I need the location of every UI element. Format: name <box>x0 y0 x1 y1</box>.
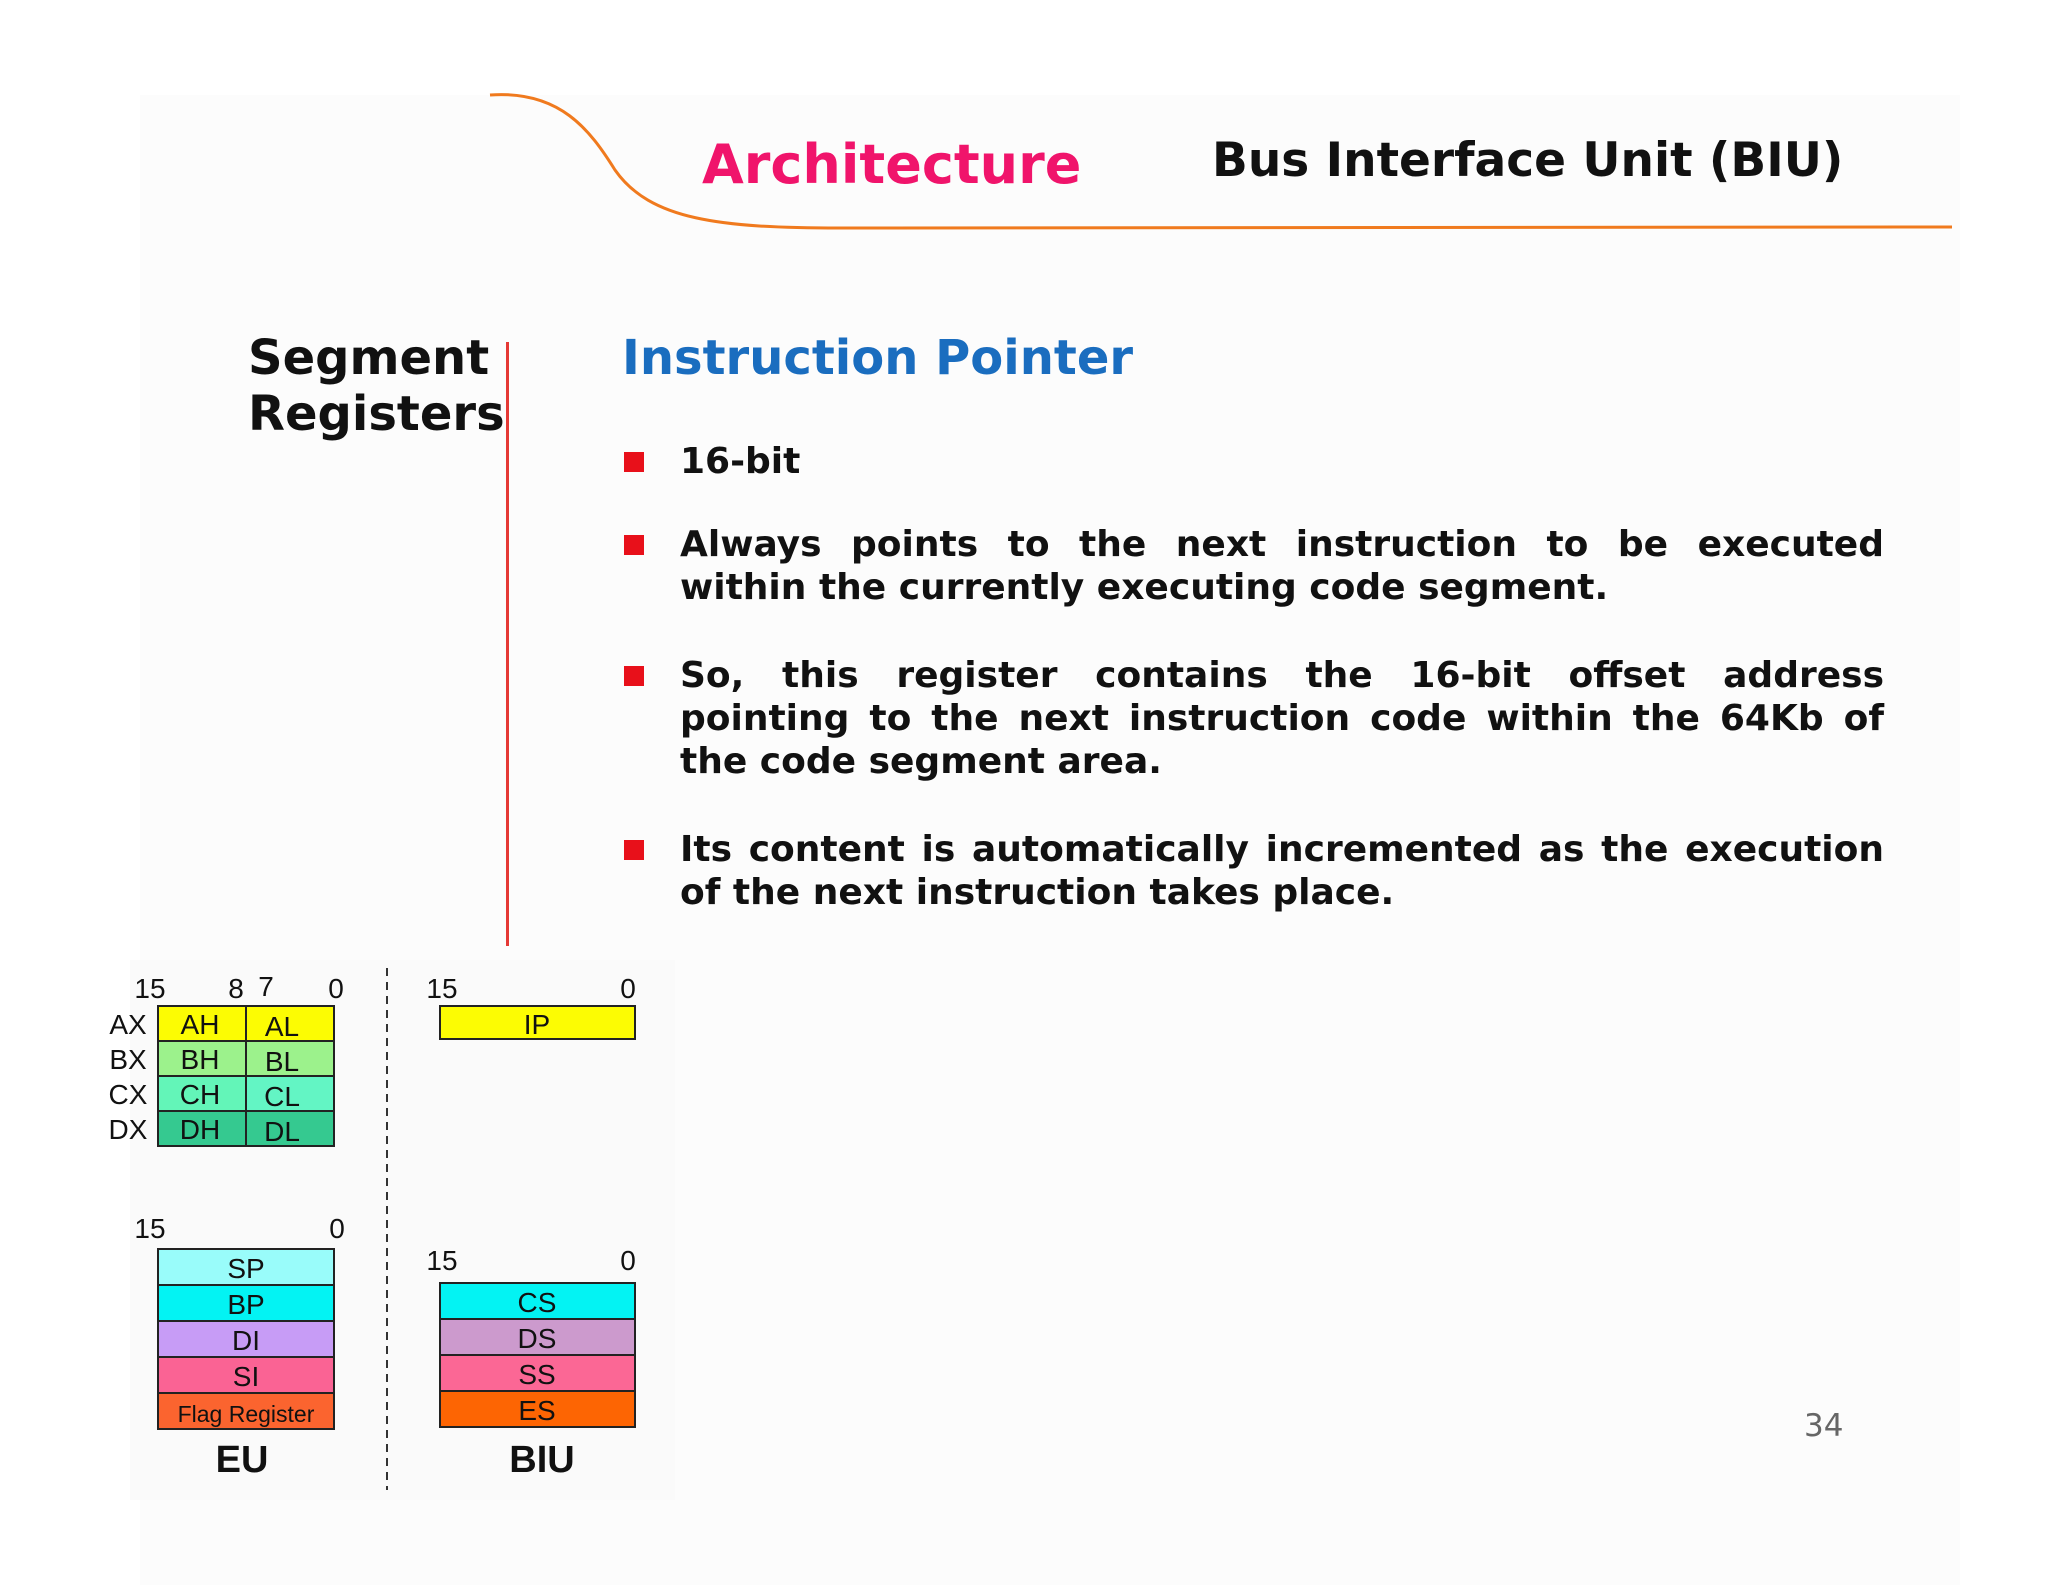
pointer-index-registers: SP BP DI SI Flag Register <box>157 1248 335 1430</box>
slide-subtitle: Bus Interface Unit (BIU) <box>1212 133 1844 188</box>
ptr-register-box <box>157 1320 335 1358</box>
ptr-register-label: SI <box>233 1361 259 1392</box>
ptr-bit-15: 15 <box>134 1213 165 1244</box>
bullet-square-icon <box>624 452 644 472</box>
bullet-text: So, this register contains the 16-bit of… <box>680 655 1884 782</box>
sidebar-label-line2: Registers <box>248 386 505 442</box>
segment-registers: CS DS SS ES <box>439 1282 636 1428</box>
gp-high-byte-label: BH <box>181 1044 220 1075</box>
ptr-register-label: SP <box>227 1253 264 1284</box>
seg-register-label: ES <box>518 1395 555 1426</box>
ptr-register-label: Flag Register <box>178 1401 315 1427</box>
ip-bit-0: 0 <box>620 973 636 1004</box>
ptr-register-label: DI <box>232 1325 260 1356</box>
ip-register-box <box>439 1005 636 1040</box>
general-purpose-registers: AX AH AL BX BH BL CX CH CL DX DH DL <box>109 1005 335 1147</box>
gp-bit-8: 8 <box>228 973 244 1004</box>
gp-low-byte-box <box>245 1075 335 1112</box>
gp-register-name: BX <box>109 1044 147 1075</box>
gp-high-byte-label: DH <box>180 1114 220 1145</box>
biu-label: BIU <box>509 1439 574 1481</box>
gp-bit-15: 15 <box>134 973 165 1004</box>
ip-bit-15: 15 <box>426 973 457 1004</box>
section-heading: Instruction Pointer <box>622 330 1134 386</box>
seg-register-label: DS <box>518 1323 557 1354</box>
bullet-text: 16-bit <box>680 441 801 482</box>
bullet-square-icon <box>624 840 644 860</box>
sidebar-label-line1: Segment <box>248 330 490 386</box>
bullet-text: Always points to the next instruction to… <box>680 524 1884 608</box>
gp-bit-0: 0 <box>328 973 344 1004</box>
gp-register-name: DX <box>109 1114 148 1145</box>
gp-bit-7: 7 <box>258 971 274 1002</box>
vertical-divider <box>506 342 509 946</box>
bullet-text: Its content is automatically incremented… <box>680 829 1884 913</box>
gp-high-byte-label: CH <box>180 1079 220 1110</box>
header-curve <box>489 93 1953 230</box>
sidebar-label: Segment Registers <box>248 330 505 442</box>
seg-register-label: SS <box>518 1359 555 1390</box>
seg-bit-0: 0 <box>620 1245 636 1276</box>
ptr-bit-0: 0 <box>329 1213 345 1244</box>
gp-low-byte-label: BL <box>265 1046 299 1077</box>
seg-register-box <box>439 1390 636 1428</box>
gp-register-name: CX <box>109 1079 148 1110</box>
seg-register-label: CS <box>518 1287 557 1318</box>
gp-low-byte-label: CL <box>264 1081 300 1112</box>
gp-low-byte-box <box>245 1110 335 1147</box>
bullet-square-icon <box>624 535 644 555</box>
gp-low-byte-label: AL <box>265 1011 299 1042</box>
seg-bit-15: 15 <box>426 1245 457 1276</box>
bullet-square-icon <box>624 666 644 686</box>
ptr-register-label: BP <box>227 1289 264 1320</box>
ptr-register-box <box>157 1392 335 1430</box>
gp-high-byte-label: AH <box>181 1009 220 1040</box>
seg-register-box <box>439 1318 636 1356</box>
gp-register-name: AX <box>109 1009 147 1040</box>
ptr-register-box <box>157 1284 335 1322</box>
ptr-register-box <box>157 1248 335 1286</box>
gp-low-byte-box <box>245 1040 335 1077</box>
eu-label: EU <box>216 1439 269 1481</box>
gp-low-byte-label: DL <box>264 1116 300 1147</box>
slide-title: Architecture <box>702 133 1082 196</box>
gp-low-byte-box <box>245 1005 335 1042</box>
ip-register-label: IP <box>524 1009 550 1040</box>
page-number: 34 <box>1804 1408 1844 1444</box>
